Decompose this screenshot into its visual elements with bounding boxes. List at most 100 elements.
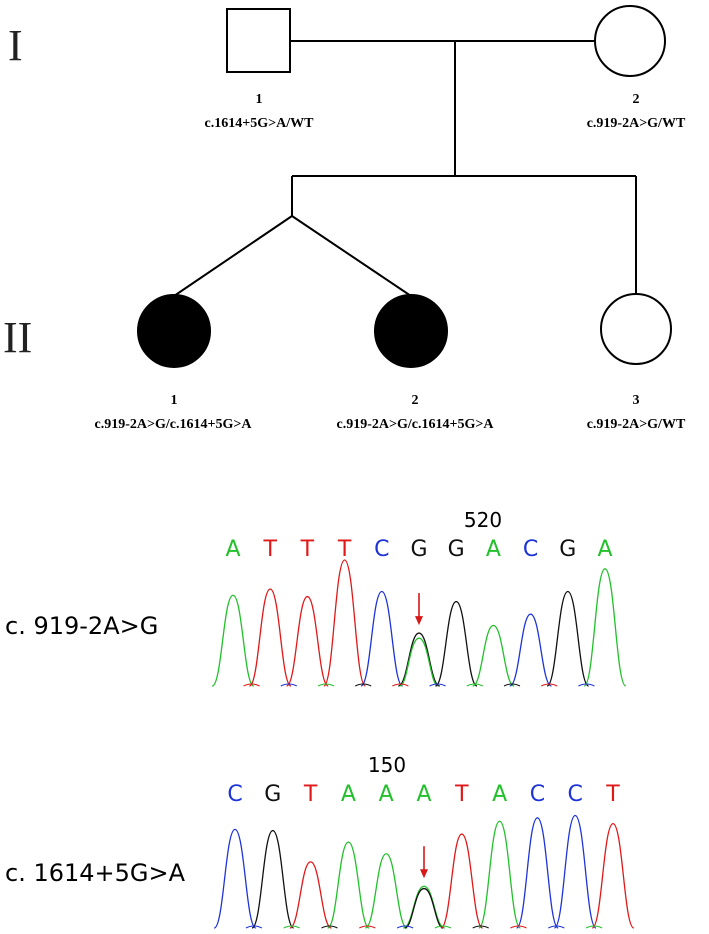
- trace-double-peak: [399, 637, 439, 687]
- base-call-G: G: [559, 537, 576, 562]
- base-call-T: T: [262, 537, 277, 562]
- base-call-T: T: [454, 782, 469, 807]
- pedigree: I II 1 c.1614+5G>A/WT 2 c.919-2A>G/WT 1 …: [3, 5, 686, 432]
- trace-noise: [317, 683, 335, 687]
- chromatogram-1-mutation-arrow: [415, 593, 423, 626]
- individual-II-3-female-circle: [600, 293, 672, 365]
- individual-II-3-genotype: c.919-2A>G/WT: [587, 417, 686, 432]
- base-call-A: A: [492, 782, 507, 807]
- mutation-arrow-head: [415, 616, 423, 626]
- trace-noise: [245, 925, 263, 929]
- trace-noise: [396, 925, 414, 929]
- trace-peak-C: [213, 828, 257, 929]
- trace-peak-T: [591, 822, 635, 929]
- trace-double-peak: [404, 887, 444, 929]
- trace-noise: [392, 683, 409, 687]
- chromatogram-2-variant-label: c. 1614+5G>A: [5, 859, 186, 887]
- trace-noise: [548, 925, 565, 929]
- base-call-C: C: [568, 782, 583, 807]
- trace-noise: [472, 925, 489, 929]
- individual-II-1-affected-female: [137, 294, 211, 368]
- individual-II-2-number: 2: [412, 393, 419, 408]
- chromatogram-2-traces: [213, 814, 635, 929]
- pedigree-lines: [173, 40, 637, 297]
- trace-peak-A: [478, 820, 522, 929]
- base-call-G: G: [448, 537, 465, 562]
- chromatogram-2-position-label: 150: [368, 753, 406, 777]
- base-call-T: T: [337, 537, 352, 562]
- trace-noise: [540, 683, 558, 687]
- generation-label-II: II: [3, 313, 32, 362]
- trace-noise: [283, 925, 300, 929]
- trace-noise: [280, 683, 298, 687]
- trace-peak-G: [397, 632, 441, 687]
- trace-peak-G: [434, 600, 478, 687]
- trace-noise: [585, 925, 603, 929]
- chromatogram-1-traces: [211, 559, 627, 687]
- base-call-C: C: [530, 782, 545, 807]
- base-call-G: G: [264, 782, 281, 807]
- trace-peak-A: [211, 594, 255, 687]
- base-call-T: T: [300, 537, 315, 562]
- trace-peak-A: [364, 853, 408, 929]
- chromatogram-1-position-label: 520: [464, 508, 502, 532]
- base-call-A: A: [379, 782, 394, 807]
- individual-II-2-affected-female: [374, 294, 448, 368]
- trace-peak-G: [251, 829, 295, 929]
- trace-noise: [243, 683, 260, 687]
- trace-peak-G: [546, 590, 590, 687]
- trace-noise: [359, 925, 376, 929]
- chromatogram-2-mutation-arrow: [420, 846, 428, 879]
- chromatogram-1-variant-label: c. 919-2A>G: [5, 612, 158, 640]
- trace-noise: [429, 683, 446, 687]
- trace-peak-T: [440, 833, 484, 929]
- individual-I-1-genotype: c.1614+5G>A/WT: [205, 116, 315, 131]
- trace-peak-C: [515, 817, 559, 929]
- individual-I-1-male-square: [226, 8, 291, 73]
- trace-noise: [321, 925, 338, 929]
- trace-peak-T: [323, 559, 367, 687]
- base-call-C: C: [523, 537, 538, 562]
- base-call-A: A: [225, 537, 240, 562]
- twin-branch-left: [173, 215, 293, 297]
- base-call-A: A: [597, 537, 612, 562]
- base-call-G: G: [410, 537, 427, 562]
- base-call-T: T: [303, 782, 318, 807]
- individual-I-2-genotype: c.919-2A>G/WT: [587, 116, 686, 131]
- individual-I-2-female-circle: [594, 5, 666, 77]
- generation-label-I: I: [8, 21, 23, 70]
- trace-peak-A: [583, 568, 627, 687]
- trace-noise: [466, 683, 484, 687]
- base-call-A: A: [416, 782, 431, 807]
- twin-branch-right: [291, 215, 412, 297]
- base-call-A: A: [486, 537, 501, 562]
- trace-peak-T: [248, 588, 292, 687]
- mutation-arrow-head: [420, 869, 428, 879]
- trace-noise: [578, 683, 595, 687]
- trace-peak-C: [360, 590, 404, 687]
- individual-II-1-genotype: c.919-2A>G/c.1614+5G>A: [95, 417, 253, 432]
- individual-II-1-number: 1: [171, 393, 178, 408]
- trace-peak-C: [509, 613, 553, 687]
- individual-II-2-genotype: c.919-2A>G/c.1614+5G>A: [337, 417, 495, 432]
- trace-noise: [434, 925, 452, 929]
- trace-noise: [503, 683, 521, 687]
- trace-peak-T: [285, 595, 329, 687]
- individual-I-1-number: 1: [256, 92, 263, 107]
- trace-noise: [354, 683, 372, 687]
- base-call-A: A: [341, 782, 356, 807]
- individual-I-2-number: 2: [633, 92, 640, 107]
- trace-peak-A: [472, 624, 515, 687]
- trace-peak-T: [289, 861, 332, 929]
- base-call-C: C: [374, 537, 389, 562]
- trace-peak-A: [326, 841, 370, 929]
- trace-noise: [510, 925, 527, 929]
- base-call-T: T: [605, 782, 620, 807]
- trace-peak-C: [553, 814, 597, 929]
- individual-II-3-number: 3: [633, 393, 640, 408]
